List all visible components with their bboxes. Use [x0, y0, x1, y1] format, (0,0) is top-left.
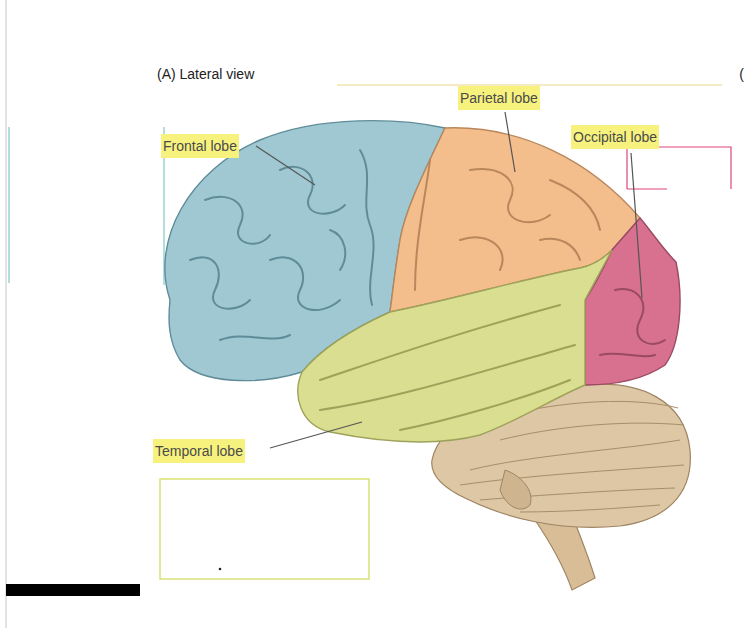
panel-heading: (	[737, 62, 746, 86]
dot	[219, 568, 222, 571]
lobe-label: Parietal lobe	[458, 86, 540, 110]
occipital-gyri	[600, 289, 665, 356]
lobe-label: Occipital lobe	[571, 125, 659, 149]
parietal-gyri	[415, 160, 600, 290]
pons	[500, 470, 531, 509]
blank-box	[160, 479, 369, 579]
blank-box	[627, 188, 667, 189]
occipital-lobe	[585, 218, 680, 385]
leader-line	[256, 112, 642, 448]
bracket-line	[8, 127, 9, 283]
temporal-gyri	[320, 305, 575, 430]
blank-box	[627, 147, 731, 189]
black-bar	[6, 584, 140, 596]
temporal-lobe	[298, 250, 612, 442]
page-edge	[5, 0, 7, 628]
panel-heading: (A) Lateral view	[155, 62, 256, 86]
frontal-gyri	[190, 150, 374, 340]
lobe-label: Frontal lobe	[161, 134, 239, 158]
lobe-label: Temporal lobe	[153, 439, 245, 463]
